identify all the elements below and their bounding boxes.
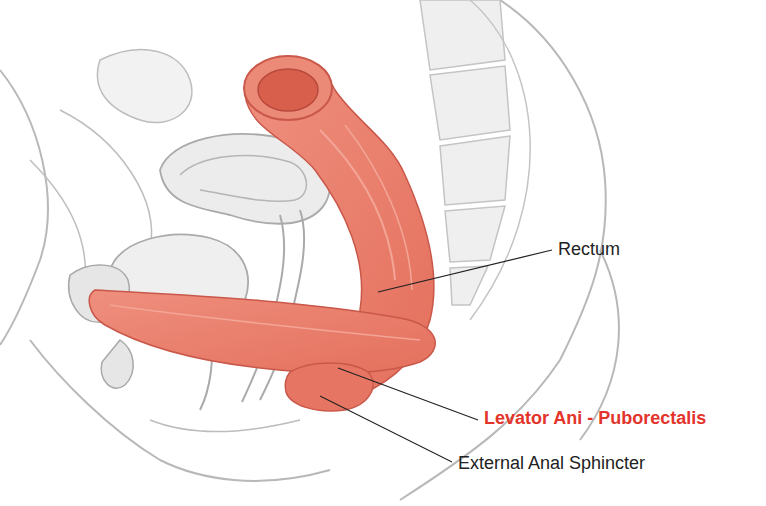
leader-lines xyxy=(320,250,552,462)
muscle-fibre xyxy=(110,305,420,340)
highlighted-label: Levator Ani - Puborectalis xyxy=(484,407,706,429)
levator-ani xyxy=(89,290,435,373)
leader-line xyxy=(378,250,552,292)
external-anal-sphincter xyxy=(285,363,373,411)
sacrum xyxy=(420,0,530,320)
perineum xyxy=(150,420,300,432)
leader-line xyxy=(320,396,452,462)
leader-line xyxy=(338,368,478,420)
part-label: External Anal Sphincter xyxy=(458,452,645,474)
part-label: Rectum xyxy=(558,238,620,260)
